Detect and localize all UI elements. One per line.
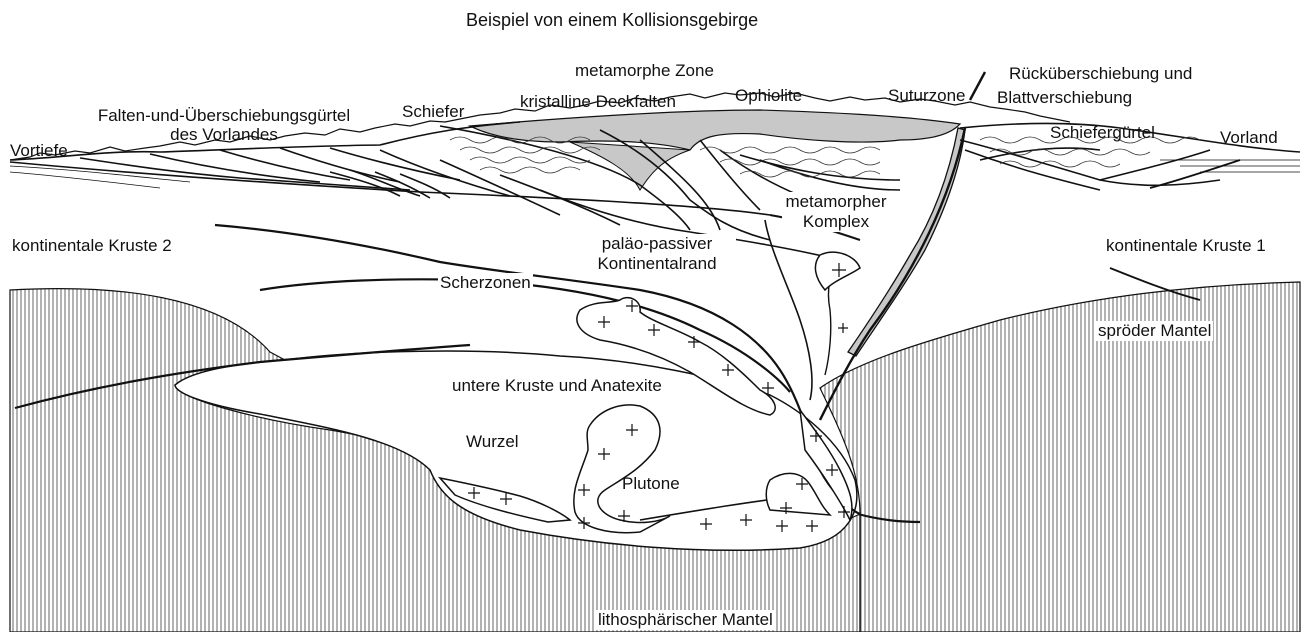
label-metamorpher-line1: metamorpher: [782, 192, 890, 212]
fold-texture: [450, 137, 1200, 177]
label-rueckueberschiebung-line2: Blattverschiebung: [997, 88, 1132, 108]
suture-wedge: [848, 128, 965, 356]
label-ophiolite: Ophiolite: [735, 86, 802, 106]
pluton-1: [815, 252, 860, 290]
label-schiefergurtel: Schiefergürtel: [1050, 123, 1155, 143]
label-kontinentale-kruste-2: kontinentale Kruste 2: [10, 236, 174, 256]
label-palaeo-line1: paläo-passiver: [578, 234, 736, 254]
label-palaeo-line2: Kontinentalrand: [578, 254, 736, 274]
ophiolite-tongue: [570, 142, 690, 190]
label-metamorphe-zone: metamorphe Zone: [575, 61, 714, 81]
label-kristalline-deckfalten: kristalline Deckfalten: [520, 92, 676, 112]
label-falten-line1: Falten-und-Überschiebungsgürtel: [74, 106, 374, 126]
label-sproeder-mantel: spröder Mantel: [1096, 321, 1213, 341]
mantle-right: [820, 282, 1300, 632]
label-schiefer: Schiefer: [402, 102, 464, 122]
label-scherzonen: Scherzonen: [438, 273, 533, 293]
label-wurzel: Wurzel: [466, 432, 519, 452]
label-kontinentale-kruste-1: kontinentale Kruste 1: [1104, 236, 1268, 256]
label-lithosphaerischer-mantel: lithosphärischer Mantel: [596, 610, 775, 630]
label-untere-kruste: untere Kruste und Anatexite: [452, 376, 662, 396]
label-falten-line2: des Vorlandes: [74, 125, 374, 145]
ophiolite-band: [470, 110, 960, 150]
label-plutone: Plutone: [622, 474, 680, 494]
label-vortiefe: Vortiefe: [10, 141, 68, 161]
label-rueckueberschiebung-line1: Rücküberschiebung und: [1009, 64, 1192, 84]
label-suturzone: Suturzone: [888, 86, 966, 106]
label-vorland: Vorland: [1220, 128, 1278, 148]
label-metamorpher-line2: Komplex: [782, 212, 890, 232]
diagram-title: Beispiel von einem Kollisionsgebirge: [466, 10, 758, 30]
